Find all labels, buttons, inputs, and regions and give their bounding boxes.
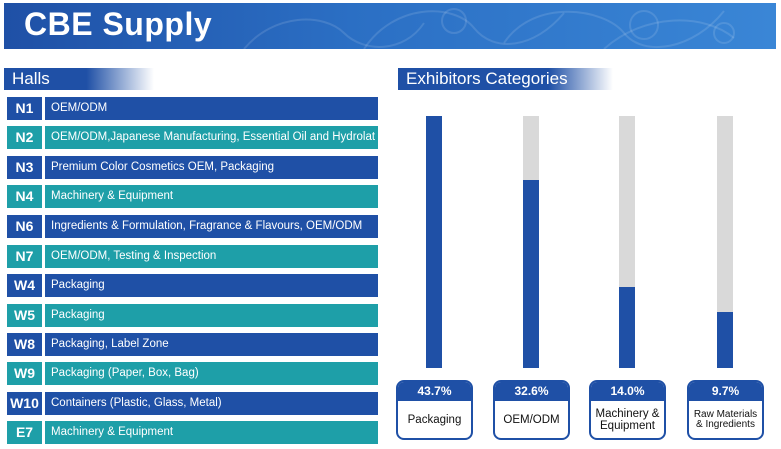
bar-value-label: 43.7%	[398, 382, 471, 401]
bar	[619, 287, 635, 368]
category-label: Packaging	[407, 413, 462, 426]
hall-code: W8	[7, 333, 42, 356]
category-label: Machinery &Equipment	[595, 407, 660, 432]
hall-description: OEM/ODM	[45, 97, 378, 120]
bar	[523, 180, 539, 368]
hall-code: N7	[7, 245, 42, 268]
hall-description: Packaging, Label Zone	[45, 333, 378, 356]
hall-code: E7	[7, 421, 42, 444]
bar-value-label: 32.6%	[495, 382, 568, 401]
hall-code: N2	[7, 126, 42, 149]
halls-heading: Halls	[4, 68, 154, 90]
hall-description: Ingredients & Formulation, Fragrance & F…	[45, 215, 378, 238]
hall-description: OEM/ODM, Testing & Inspection	[45, 245, 378, 268]
hall-description: Packaging (Paper, Box, Bag)	[45, 362, 378, 385]
hall-code: N1	[7, 97, 42, 120]
bar-track	[717, 116, 733, 368]
chart-title: Exhibitors Categories	[398, 68, 613, 90]
hall-code: N4	[7, 185, 42, 208]
banner-swirl-pattern	[243, 8, 735, 49]
category-label-box: 32.6% OEM/ODM	[493, 380, 570, 440]
hall-description: Machinery & Equipment	[45, 185, 378, 208]
hall-code: N3	[7, 156, 42, 179]
hall-code: W9	[7, 362, 42, 385]
category-label: Raw Materials& Ingredients	[693, 408, 758, 430]
hall-description: Containers (Plastic, Glass, Metal)	[45, 392, 378, 415]
hall-description: Packaging	[45, 304, 378, 327]
category-label-box: 14.0% Machinery &Equipment	[589, 380, 666, 440]
hall-description: OEM/ODM,Japanese Manufacturing, Essentia…	[45, 126, 378, 149]
hall-code: W10	[7, 392, 42, 415]
hall-code: W4	[7, 274, 42, 297]
hall-description: Packaging	[45, 274, 378, 297]
bar-value-label: 9.7%	[689, 382, 762, 401]
hall-code: N6	[7, 215, 42, 238]
bar	[426, 116, 442, 368]
category-label-box: 9.7% Raw Materials& Ingredients	[687, 380, 764, 440]
header-banner: CBE Supply	[4, 3, 776, 49]
bar-value-label: 14.0%	[591, 382, 664, 401]
hall-code: W5	[7, 304, 42, 327]
category-label-box: 43.7% Packaging	[396, 380, 473, 440]
hall-description: Premium Color Cosmetics OEM, Packaging	[45, 156, 378, 179]
bar	[717, 312, 733, 368]
category-label: OEM/ODM	[503, 413, 560, 426]
page-title: CBE Supply	[24, 6, 213, 42]
hall-description: Machinery & Equipment	[45, 421, 378, 444]
